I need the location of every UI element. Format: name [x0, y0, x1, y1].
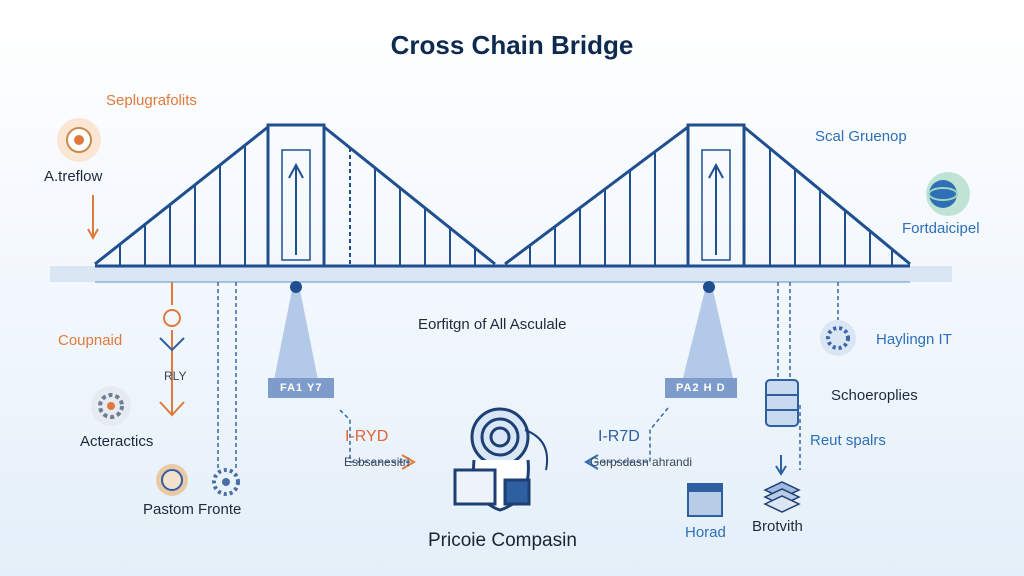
- left-tower: [266, 123, 326, 268]
- right-arrow-head: [584, 454, 599, 470]
- center-caption: Eorfitgn of All Asculale: [418, 316, 567, 333]
- label-rly: RLY: [164, 369, 187, 383]
- dashed-connectors: [217, 282, 839, 470]
- label-scal-gruenop: Scal Gruenop: [815, 128, 907, 145]
- database-icon: [765, 379, 799, 427]
- settings-icon: [820, 320, 856, 356]
- center-bottom-label: Pricoie Compasin: [428, 530, 577, 551]
- left-pylon-note: Esbsanesitri: [344, 455, 410, 469]
- left-arrow-head: [401, 454, 416, 470]
- suspender-cables: [119, 145, 893, 266]
- right-pylon-tag-box: [665, 378, 737, 398]
- label-horad: Horad: [685, 524, 726, 541]
- label-fortdaicipel: Fortdaicipel: [902, 220, 980, 237]
- shield-icon: [57, 118, 101, 162]
- label-brotvith: Brotvith: [752, 518, 803, 535]
- left-main-cable: [94, 125, 269, 266]
- page-title: Cross Chain Bridge: [390, 30, 634, 60]
- left-chain-connector: [159, 282, 185, 417]
- left-pylon-code: I-RYD: [345, 428, 389, 445]
- right-pylon-code: I-R7D: [598, 428, 640, 445]
- label-coupnaid: Coupnaid: [58, 332, 123, 349]
- left-pylon-node: [290, 281, 302, 293]
- server-icon: [687, 483, 723, 517]
- label-reut-spalrs: Reut spalrs: [810, 432, 886, 449]
- right-pylon-beam: [683, 290, 733, 378]
- gear-icon: [91, 386, 131, 426]
- right-pylon-note: Gorpsdasn ahrandi: [590, 455, 693, 469]
- left-pylon-beam: [274, 290, 318, 380]
- label-seplugrafolits: Seplugrafolits: [106, 92, 197, 109]
- right-pylon-tag: PA2 H D: [676, 382, 726, 394]
- right-main-cable: [743, 125, 911, 266]
- middle-cable-right: [504, 125, 689, 266]
- right-tower: [686, 123, 746, 268]
- person-with-laptop-icon: [453, 407, 548, 512]
- cog-icon: [212, 468, 240, 496]
- left-pylon-tag-box: [268, 378, 334, 398]
- label-acteractics: Acteractics: [80, 433, 154, 450]
- label-pastom-fronte: Pastom Fronte: [143, 501, 242, 518]
- right-pylon-node: [703, 281, 715, 293]
- label-atreflow: A.treflow: [44, 168, 103, 185]
- bridge-deck: [50, 266, 952, 282]
- label-schoeroplies: Schoeroplies: [831, 387, 918, 404]
- coin-icon: [156, 464, 188, 496]
- stack-icon: [763, 481, 801, 513]
- globe-icon: [926, 172, 970, 216]
- left-pylon-tag: FA1 Y7: [280, 382, 323, 394]
- label-haylingn-it: Haylingn IT: [876, 331, 952, 348]
- middle-cable-left: [323, 125, 496, 266]
